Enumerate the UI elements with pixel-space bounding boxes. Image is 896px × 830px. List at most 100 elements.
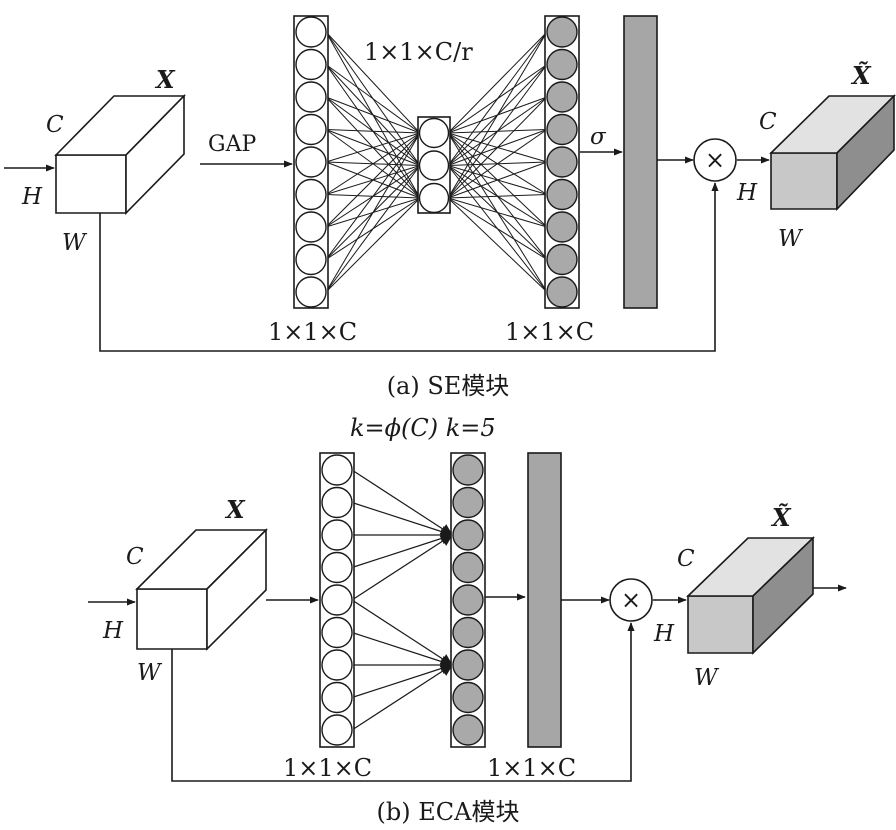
se-expanded-node	[546, 276, 578, 308]
eca-conv-node	[452, 681, 484, 714]
eca-gap-nodes	[321, 454, 353, 746]
se-fc-link	[447, 197, 548, 293]
se-fc-link	[447, 197, 548, 228]
se-expanded-node	[546, 243, 578, 276]
eca-out-dim-c: C	[677, 546, 695, 572]
se-fc-link	[325, 197, 421, 293]
se-reduced-node	[418, 182, 450, 214]
se-fc-link	[325, 64, 421, 134]
se-gap-node	[295, 48, 327, 81]
se-out-dim-h: H	[736, 180, 758, 206]
se-reduced-nodes	[418, 117, 450, 214]
eca-conv-node	[452, 714, 484, 746]
se-fc-link	[325, 132, 421, 163]
se-fc-link	[447, 161, 548, 199]
eca-skip-connection	[171, 622, 635, 782]
se-expanded-node	[546, 81, 578, 113]
se-dim-w: W	[62, 230, 88, 256]
eca-conv-node	[452, 584, 484, 616]
eca-gap-node	[321, 551, 353, 584]
se-reduced-node	[418, 117, 450, 149]
eca-gap-node	[321, 584, 353, 616]
se-fc-link	[447, 31, 548, 166]
se-fc-link	[447, 197, 548, 260]
eca-x-label: X	[224, 495, 246, 524]
eca-left-dim-label: 1×1×C	[283, 754, 372, 782]
eca-gap-node	[321, 486, 353, 519]
eca-conv-connections	[351, 469, 454, 731]
se-expanded-nodes	[546, 16, 578, 308]
eca-conv-link	[351, 662, 454, 699]
se-sigma-label: σ	[590, 124, 607, 150]
eca-out-dim-h: H	[653, 621, 675, 647]
se-fc-link	[447, 194, 548, 199]
eca-conv-link	[351, 532, 454, 569]
se-expanded-node	[546, 211, 578, 243]
eca-multiply-node	[609, 578, 653, 622]
eca-gap-node	[321, 681, 353, 714]
eca-conv-node	[452, 649, 484, 681]
se-fc-connections	[325, 31, 548, 293]
se-gap-node	[295, 178, 327, 211]
se-fc-link	[325, 165, 421, 293]
se-gap-node	[295, 276, 327, 308]
se-fc-link	[447, 31, 548, 134]
eca-conv-node	[452, 519, 484, 551]
eca-conv-link	[351, 534, 454, 601]
eca-conv-link	[351, 469, 454, 536]
se-multiply-node	[693, 138, 737, 182]
se-reduced-node	[418, 150, 450, 181]
eca-x-tilde-label: X̃	[770, 503, 792, 532]
se-mid-label: 1×1×C/r	[364, 38, 473, 66]
eca-gap-node	[321, 649, 353, 681]
eca-output-cube	[686, 536, 815, 655]
se-x-label: X	[154, 65, 176, 94]
se-fc-link	[325, 132, 421, 260]
se-expanded-node	[546, 48, 578, 81]
se-weight-bar	[623, 15, 658, 309]
eca-conv-node	[452, 486, 484, 519]
eca-conv-node	[452, 616, 484, 649]
se-fc-link	[325, 31, 421, 134]
eca-conv-node	[452, 551, 484, 584]
eca-gap-node	[321, 519, 353, 551]
se-x-tilde-label: X̃	[850, 61, 872, 90]
eca-conv-link	[351, 631, 454, 668]
eca-gap-node	[321, 714, 353, 746]
eca-conv-node	[452, 454, 484, 486]
se-fc-link	[325, 132, 421, 195]
eca-conv-link	[351, 501, 454, 538]
eca-module: k=ϕ(C) k=5 X C H W ×	[88, 414, 847, 826]
eca-conv-link	[351, 599, 454, 666]
se-fc-link	[325, 132, 421, 293]
se-out-dim-w: W	[778, 226, 804, 252]
se-gap-nodes	[295, 16, 327, 308]
eca-caption: (b) ECA模块	[377, 798, 520, 826]
se-fc-link	[447, 129, 548, 199]
eca-input-cube	[135, 528, 268, 651]
se-caption: (a) SE模块	[387, 372, 510, 400]
se-gap-node	[295, 211, 327, 243]
se-gap-node	[295, 243, 327, 276]
eca-multiply-symbol: ×	[621, 586, 641, 614]
eca-out-dim-w: W	[694, 665, 720, 691]
se-right-dim-label: 1×1×C	[505, 318, 594, 346]
eca-right-dim-label: 1×1×C	[487, 754, 576, 782]
se-dim-c: C	[46, 112, 64, 138]
eca-params-label: k=ϕ(C) k=5	[350, 414, 496, 442]
se-module: X C H W GAP 1×1×C/r 1×1×C 1×1×C σ ×	[4, 15, 896, 400]
eca-conv-link	[351, 664, 454, 731]
se-fc-link	[447, 64, 548, 199]
eca-dim-w: W	[137, 660, 163, 686]
se-fc-link	[325, 96, 421, 134]
eca-gap-node	[321, 454, 353, 486]
se-multiply-symbol: ×	[705, 146, 725, 174]
se-left-dim-label: 1×1×C	[268, 318, 357, 346]
se-expanded-node	[546, 16, 578, 48]
se-input-cube	[54, 94, 186, 215]
se-out-dim-c: C	[759, 109, 777, 135]
eca-conv-nodes	[452, 454, 484, 746]
se-expanded-node	[546, 146, 578, 178]
